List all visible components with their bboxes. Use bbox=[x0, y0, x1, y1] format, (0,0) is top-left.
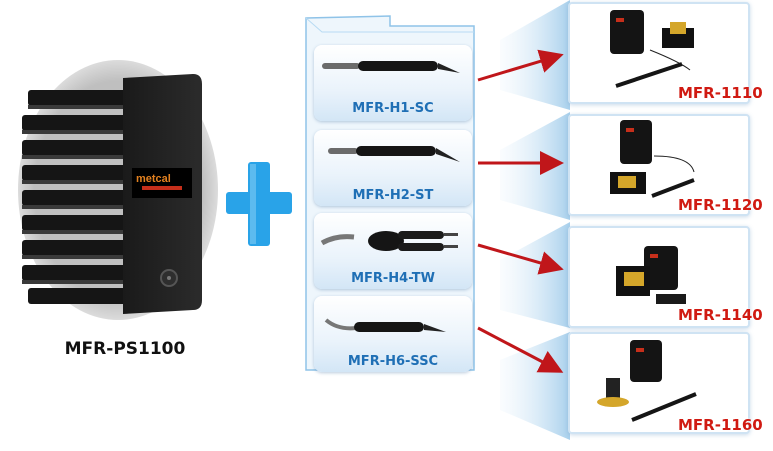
arrow-to-1160 bbox=[477, 326, 564, 373]
system-card-1140 bbox=[568, 226, 750, 328]
background-beams bbox=[500, 0, 570, 440]
system-1120-label: MFR-1120 bbox=[678, 196, 763, 214]
system-1160-label: MFR-1160 bbox=[678, 416, 763, 434]
plus-icon bbox=[226, 160, 292, 248]
handpiece-card-h4: MFR-H4-TW bbox=[314, 213, 472, 289]
system-1110-label: MFR-1110 bbox=[678, 84, 763, 102]
arrow-to-1110 bbox=[477, 49, 564, 82]
handpiece-card-h2: MFR-H2-ST bbox=[314, 130, 472, 206]
power-supply-image: metcal bbox=[18, 60, 218, 322]
handpiece-h1-image bbox=[322, 61, 460, 73]
power-supply-label: MFR-PS1100 bbox=[64, 339, 186, 359]
system-1140-label: MFR-1140 bbox=[678, 306, 763, 324]
handpiece-h2-label: MFR-H2-ST bbox=[352, 188, 434, 203]
handpiece-h6-label: MFR-H6-SSC bbox=[347, 354, 439, 369]
handpiece-h4-label: MFR-H4-TW bbox=[351, 271, 435, 286]
system-1160-image bbox=[597, 340, 697, 422]
system-1140-image bbox=[616, 246, 686, 304]
arrow-to-1140 bbox=[477, 243, 564, 275]
handpiece-card-h6: MFR-H6-SSC bbox=[314, 296, 472, 372]
handpiece-h1-label: MFR-H1-SC bbox=[352, 101, 434, 116]
handpiece-card-h1: MFR-H1-SC bbox=[314, 45, 472, 121]
system-card-1110 bbox=[568, 2, 750, 104]
system-card-1120 bbox=[568, 114, 750, 216]
handpiece-h6-image bbox=[324, 318, 446, 332]
system-card-1160 bbox=[568, 332, 750, 434]
connector-arrows bbox=[477, 49, 564, 373]
handpiece-h4-image bbox=[320, 231, 458, 251]
system-1120-image bbox=[610, 120, 695, 198]
handpiece-h2-image bbox=[328, 146, 460, 162]
psu-logo: metcal bbox=[136, 173, 171, 185]
system-1110-image bbox=[610, 10, 694, 88]
